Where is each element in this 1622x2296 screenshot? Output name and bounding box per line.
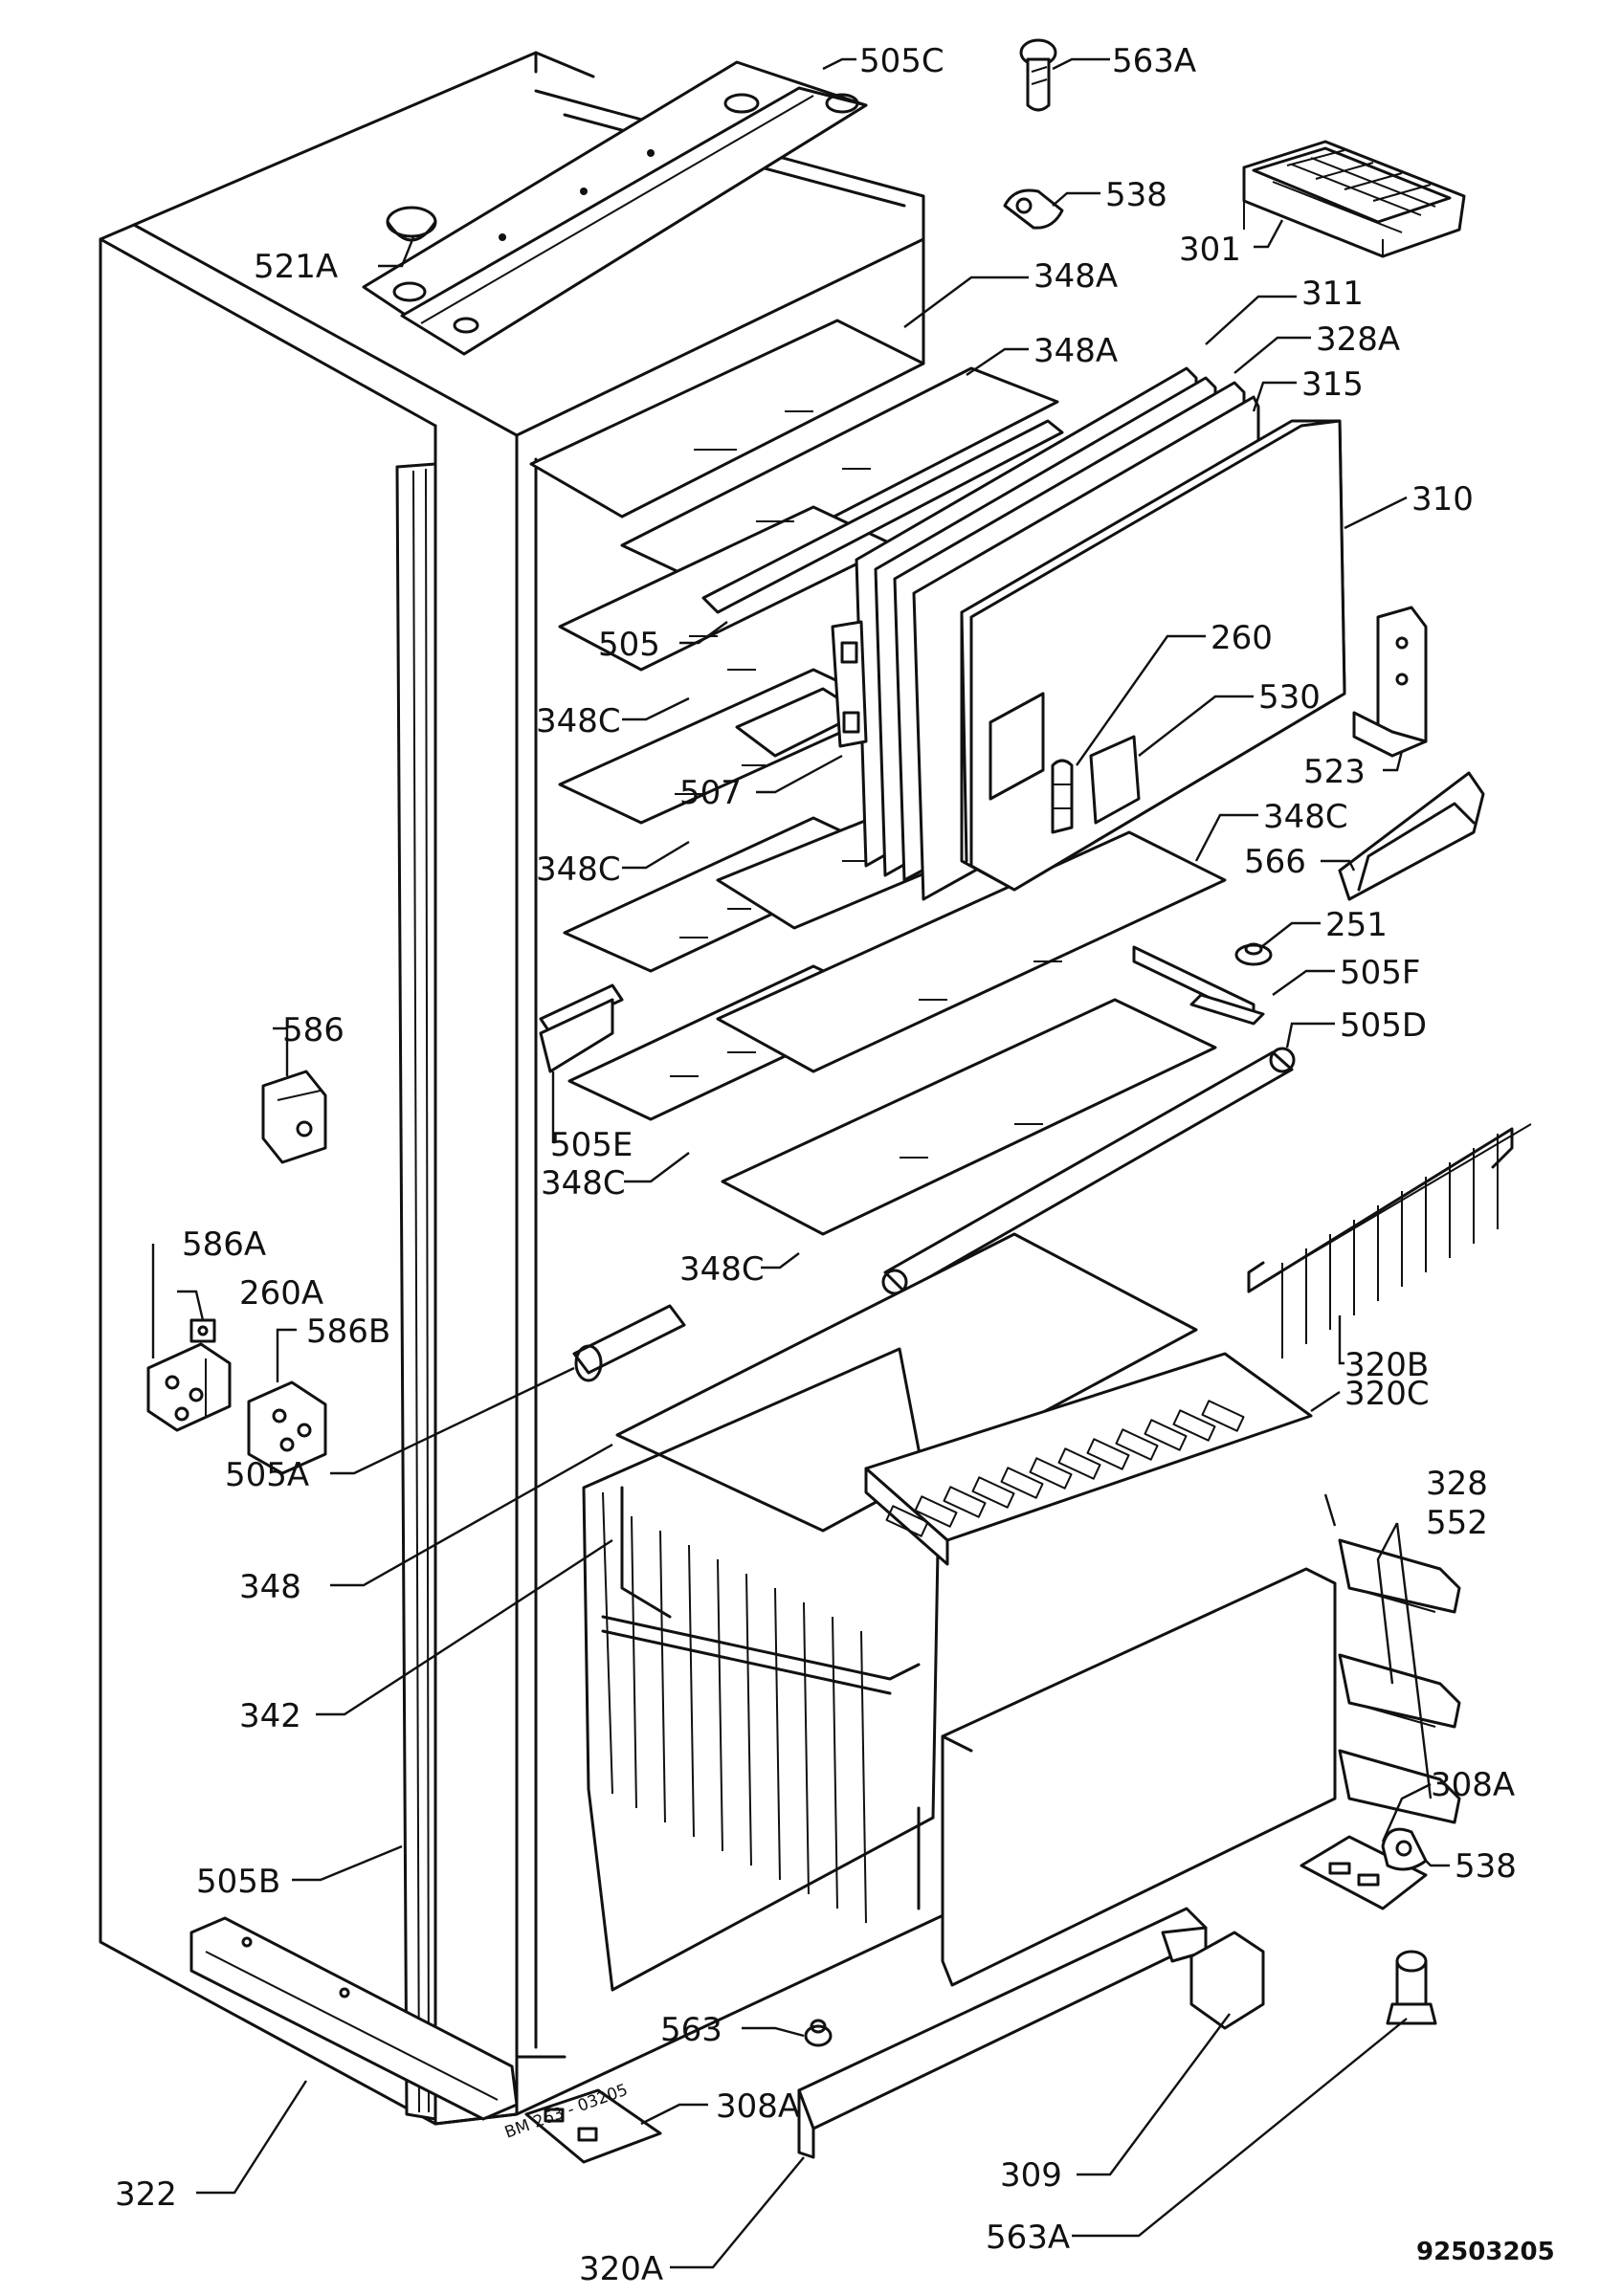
label-348c-4: 348C: [541, 1164, 626, 1203]
wire-basket: [582, 1347, 940, 1992]
label-505d: 505D: [1340, 1006, 1427, 1045]
part-322: [189, 1916, 519, 2121]
label-523: 523: [1303, 753, 1366, 791]
label-309: 309: [1000, 2156, 1062, 2195]
label-320b: 320B: [1344, 1346, 1429, 1384]
label-586b: 586B: [306, 1313, 390, 1351]
part-586b: [247, 1380, 327, 1475]
label-322: 322: [115, 2175, 177, 2214]
reference-number: 92503205: [1416, 2238, 1555, 2266]
label-563a-bottom: 563A: [986, 2219, 1070, 2257]
label-521a: 521A: [254, 248, 338, 286]
label-505b: 505B: [196, 1863, 280, 1901]
label-348a-1: 348A: [1033, 257, 1118, 296]
part-328: [941, 1567, 1337, 1987]
label-538-top: 538: [1105, 176, 1167, 214]
part-260a: [189, 1318, 216, 1343]
part-563: [804, 2019, 833, 2047]
label-342: 342: [239, 1697, 301, 1735]
ice-tray: [1242, 140, 1466, 258]
label-320c: 320C: [1344, 1375, 1430, 1413]
part-320a: [797, 1907, 1208, 2159]
part-538-top: [1003, 188, 1064, 230]
label-308a-bottom: 308A: [716, 2087, 800, 2126]
label-505c: 505C: [859, 42, 944, 80]
label-530: 530: [1258, 678, 1321, 717]
label-563: 563: [660, 2011, 722, 2049]
part-538-bottom: [1381, 1827, 1428, 1871]
label-260a: 260A: [239, 1274, 323, 1313]
cabinet: [99, 51, 949, 2126]
label-301: 301: [1179, 231, 1241, 269]
part-labels: 505C 563A 538 301 521A 348A 311 348A 328…: [115, 42, 1555, 2288]
leader-lines: [151, 57, 1450, 2269]
label-586: 586: [282, 1011, 344, 1049]
label-251: 251: [1325, 906, 1388, 944]
part-563a-top: [1019, 38, 1057, 112]
label-320a: 320A: [579, 2250, 663, 2288]
label-328a: 328A: [1316, 320, 1400, 359]
label-563a-top: 563A: [1112, 42, 1196, 80]
part-505a: [572, 1304, 686, 1382]
label-348c-3: 348C: [1263, 798, 1348, 836]
label-348c-2: 348C: [536, 850, 621, 889]
part-586a: [146, 1342, 232, 1432]
label-328: 328: [1426, 1465, 1488, 1503]
label-348: 348: [239, 1568, 301, 1606]
label-538-bottom: 538: [1455, 1847, 1517, 1886]
glass-shelves: [529, 319, 1227, 1236]
top-hinge-bracket: [362, 60, 868, 356]
label-505e: 505E: [550, 1126, 633, 1164]
label-311: 311: [1301, 275, 1364, 313]
label-505f: 505F: [1340, 954, 1420, 992]
part-523: [1352, 606, 1428, 758]
label-505a: 505A: [225, 1456, 309, 1494]
label-348a-2: 348A: [1033, 332, 1118, 370]
part-521a: [386, 206, 437, 242]
part-251: [1234, 942, 1273, 966]
label-348c-5: 348C: [679, 1250, 765, 1289]
label-310: 310: [1411, 480, 1474, 519]
label-348c-1: 348C: [536, 702, 621, 740]
label-260: 260: [1211, 619, 1273, 657]
part-566: [1338, 771, 1485, 901]
part-308a-right: [1300, 1835, 1428, 1910]
part-320c: [864, 1352, 1313, 1566]
label-315: 315: [1301, 365, 1364, 404]
shelf-strips: [539, 419, 1296, 1295]
part-563a-bottom: [1386, 1950, 1437, 2025]
label-308a-right: 308A: [1431, 1766, 1515, 1804]
part-586: [261, 1070, 327, 1164]
part-552: [1338, 1538, 1461, 1824]
part-320b: [1247, 1123, 1532, 1358]
label-552: 552: [1426, 1504, 1488, 1542]
label-566: 566: [1244, 843, 1306, 881]
label-586a: 586A: [182, 1225, 266, 1264]
part-308a-bottom: [524, 2088, 662, 2164]
part-309: [1189, 1931, 1265, 2030]
label-505: 505: [598, 626, 660, 664]
label-507: 507: [679, 774, 742, 812]
